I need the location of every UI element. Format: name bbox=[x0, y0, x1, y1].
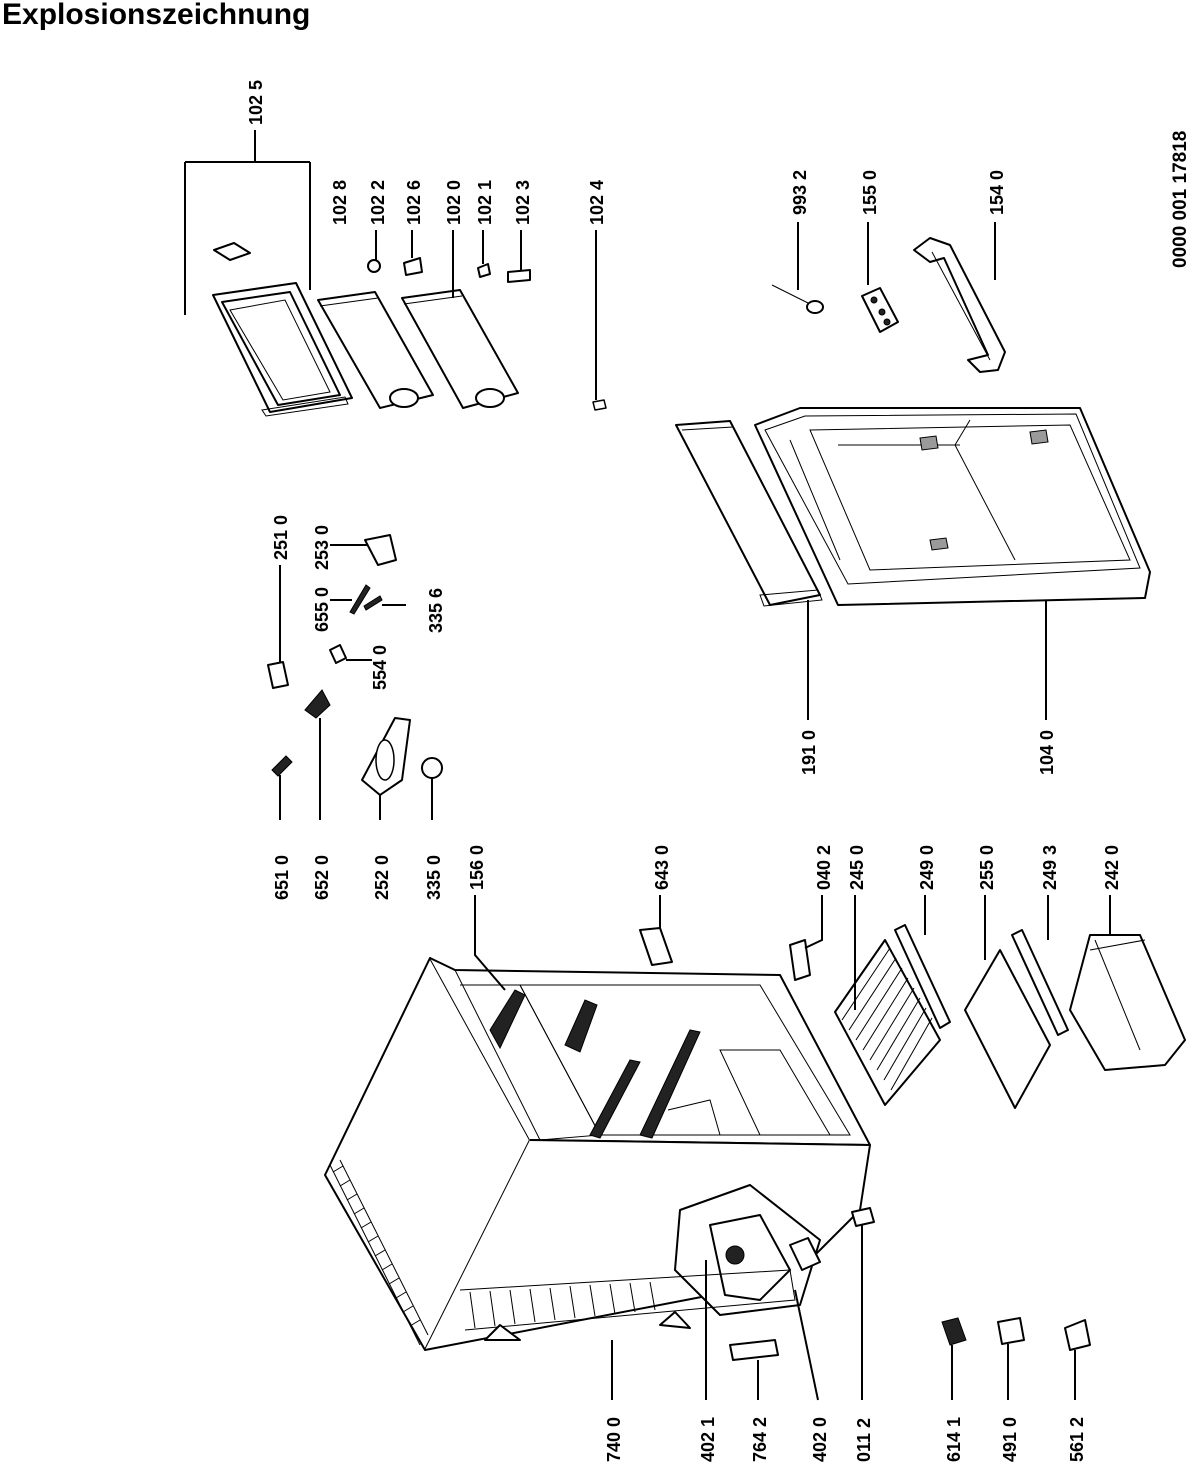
label-2550: 255 0 bbox=[977, 845, 997, 890]
label-6550: 655 0 bbox=[312, 587, 332, 632]
label-7400: 740 0 bbox=[604, 1417, 624, 1462]
electric-parts-group bbox=[941, 1317, 1091, 1400]
label-4020: 402 0 bbox=[810, 1417, 830, 1462]
label-1028: 102 8 bbox=[330, 180, 350, 225]
shelf-parts-group bbox=[639, 895, 1186, 1109]
label-6430: 643 0 bbox=[652, 845, 672, 890]
label-2530: 253 0 bbox=[312, 525, 332, 570]
label-2450: 245 0 bbox=[847, 845, 867, 890]
label-6510: 651 0 bbox=[272, 855, 292, 900]
label-1023: 102 3 bbox=[513, 180, 533, 225]
label-1021: 102 1 bbox=[475, 180, 495, 225]
label-1026: 102 6 bbox=[404, 180, 424, 225]
label-3350: 335 0 bbox=[424, 855, 444, 900]
label-2520: 252 0 bbox=[372, 855, 392, 900]
label-1910: 191 0 bbox=[799, 730, 819, 775]
label-1550: 155 0 bbox=[860, 170, 880, 215]
label-6520: 652 0 bbox=[312, 855, 332, 900]
label-7642: 764 2 bbox=[750, 1417, 770, 1462]
door-liner-group bbox=[675, 407, 1151, 720]
label-5612: 561 2 bbox=[1067, 1417, 1087, 1462]
label-4021: 402 1 bbox=[698, 1417, 718, 1462]
label-1024: 102 4 bbox=[587, 180, 607, 225]
label-1040: 104 0 bbox=[1037, 730, 1057, 775]
label-9932: 993 2 bbox=[790, 170, 810, 215]
label-3356: 335 6 bbox=[426, 588, 446, 633]
label-5540: 554 0 bbox=[370, 645, 390, 690]
freezer-parts-group bbox=[184, 130, 607, 417]
label-0112: 011 2 bbox=[854, 1418, 874, 1462]
page-title: Explosionszeichnung bbox=[2, 0, 311, 31]
label-1540: 154 0 bbox=[987, 170, 1007, 215]
label-4910: 491 0 bbox=[1000, 1417, 1020, 1462]
document-id: 0000 001 17818 bbox=[1170, 131, 1186, 268]
label-2493: 249 3 bbox=[1040, 845, 1060, 890]
label-1560: 156 0 bbox=[467, 845, 487, 890]
labels-group: 102 5 102 8 102 2 102 6 102 0 102 1 102 … bbox=[246, 80, 1186, 1462]
label-1022: 102 2 bbox=[368, 180, 388, 225]
label-2490: 249 0 bbox=[917, 845, 937, 890]
control-parts-group bbox=[267, 534, 443, 820]
label-1020: 102 0 bbox=[444, 180, 464, 225]
cabinet-group bbox=[324, 895, 875, 1401]
handle-parts-group bbox=[771, 222, 1006, 373]
label-2510: 251 0 bbox=[271, 515, 291, 560]
label-0402: 040 2 bbox=[814, 845, 834, 890]
label-1025: 102 5 bbox=[246, 80, 266, 125]
label-2420: 242 0 bbox=[1102, 845, 1122, 890]
label-6141: 614 1 bbox=[944, 1417, 964, 1462]
